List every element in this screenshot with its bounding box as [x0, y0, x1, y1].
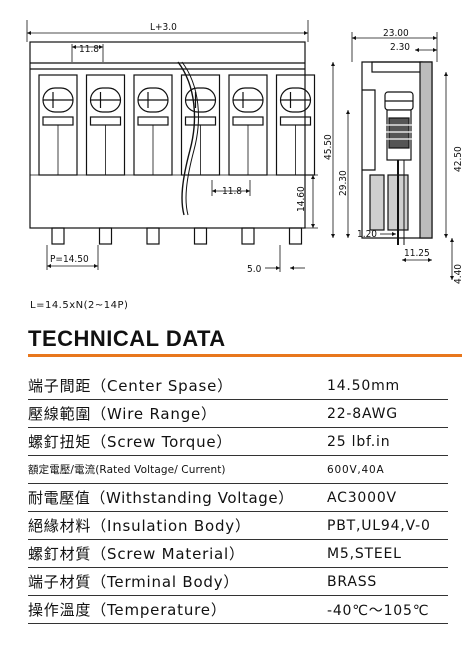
spec-label: 額定電壓/電流(Rated Voltage/ Current) [28, 455, 323, 484]
dim-pin-offset: 5.0 [247, 264, 262, 275]
spec-row: 端子間距（Center Spase） 14.50mm [28, 372, 448, 400]
spec-label: 絕緣材料（Insulation Body） [28, 511, 323, 540]
spec-label: 端子材質（Terminal Body） [28, 567, 323, 596]
spec-value: M5,STEEL [323, 539, 448, 568]
spec-label: 螺釘扭矩（Screw Torque） [28, 427, 323, 456]
specs-table: 端子間距（Center Spase） 14.50mm 壓線範圍（Wire Ran… [28, 372, 448, 624]
dim-overall: L+3.0 [150, 22, 177, 33]
spec-row: 螺釘材質（Screw Material） M5,STEEL [28, 539, 448, 568]
terminal-position [38, 74, 78, 245]
title-divider [28, 354, 462, 357]
spec-value: -40℃～105℃ [323, 595, 448, 624]
spec-label: 端子間距（Center Spase） [28, 372, 323, 400]
spec-value: 22-8AWG [323, 399, 448, 428]
terminal-position [85, 74, 126, 245]
spec-value: AC3000V [323, 483, 448, 512]
dim-side-base: 11.25 [404, 248, 430, 259]
dim-side-height-outer: 45.50 [323, 134, 334, 160]
front-view [26, 20, 318, 272]
dim-side-top-offset: 2.30 [390, 42, 410, 53]
spec-label: 螺釘材質（Screw Material） [28, 539, 323, 568]
terminal-position [228, 74, 268, 245]
section-title: TECHNICAL DATA [28, 326, 226, 351]
dim-side-top-width: 23.00 [383, 28, 409, 39]
spec-label: 耐電壓值（Withstanding Voltage） [28, 483, 323, 512]
length-formula: L=14.5xN(2~14P) [30, 300, 129, 311]
spec-value: 600V,40A [323, 455, 448, 484]
spec-row: 螺釘扭矩（Screw Torque） 25 lbf.in [28, 427, 448, 456]
dim-side-height-right: 42.50 [453, 146, 464, 172]
terminal-position [133, 74, 173, 245]
spec-value: 25 lbf.in [323, 427, 448, 456]
dim-pin-length: 4.40 [453, 264, 464, 284]
spec-label: 壓線範圍（Wire Range） [28, 399, 323, 428]
side-view [331, 32, 454, 280]
spec-row: 壓線範圍（Wire Range） 22-8AWG [28, 399, 448, 428]
terminal-position [180, 74, 221, 245]
dim-pin-pitch: P=14.50 [50, 254, 89, 265]
spec-row: 端子材質（Terminal Body） BRASS [28, 567, 448, 596]
dim-side-height-inner: 29.30 [338, 170, 349, 196]
terminal-position [275, 74, 316, 245]
dim-top-pitch: 11.8 [79, 44, 99, 55]
spec-row: 額定電壓/電流(Rated Voltage/ Current) 600V,40A [28, 455, 448, 484]
spec-row: 耐電壓值（Withstanding Voltage） AC3000V [28, 483, 448, 512]
spec-value: 14.50mm [323, 372, 448, 400]
dim-mid-pitch: 11.8 [222, 186, 242, 197]
spec-row: 絕緣材料（Insulation Body） PBT,UL94,V-0 [28, 511, 448, 540]
dim-height-left: 14.60 [296, 186, 307, 212]
spec-value: PBT,UL94,V-0 [323, 511, 448, 540]
spec-label: 操作溫度（Temperature） [28, 595, 323, 624]
technical-drawing: L+3.0 11.8 11.8 14.60 P=14.50 5.0 23.00 … [26, 20, 464, 284]
spec-value: BRASS [323, 567, 448, 596]
dim-pin-width: 1.20 [357, 229, 377, 240]
spec-row: 操作溫度（Temperature） -40℃～105℃ [28, 595, 448, 624]
